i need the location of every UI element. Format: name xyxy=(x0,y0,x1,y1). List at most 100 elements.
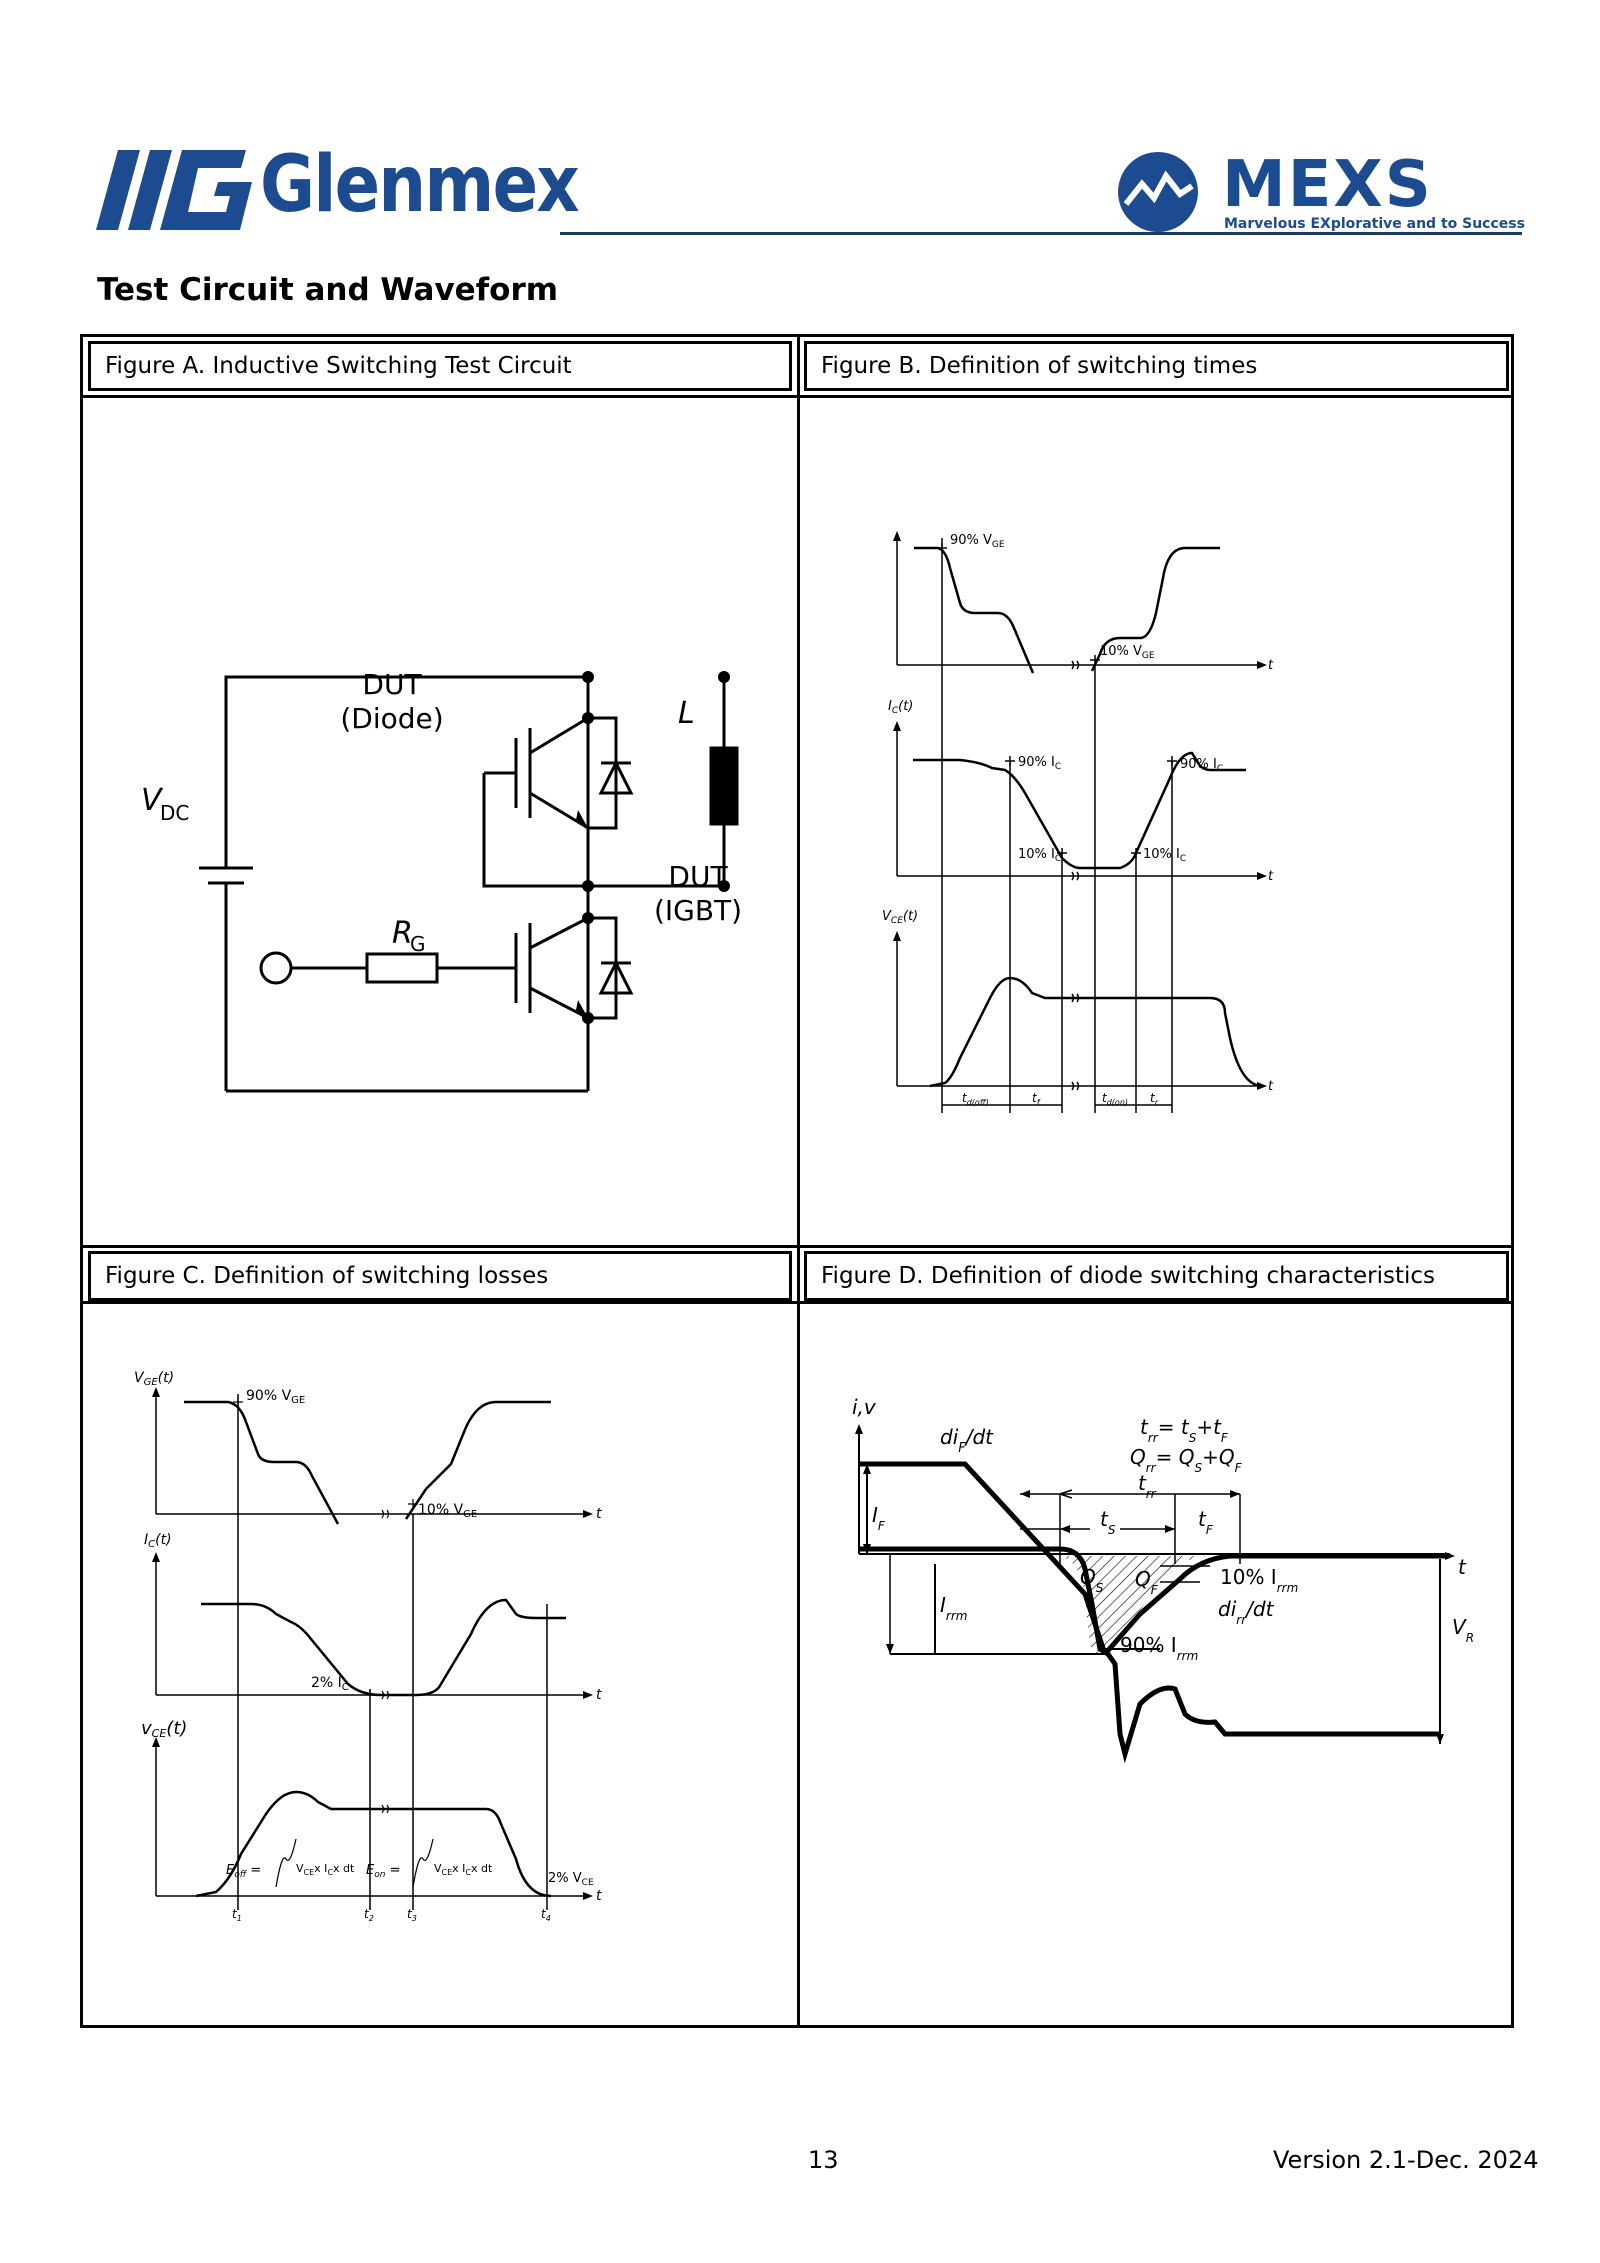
svg-text:2% IC: 2% IC xyxy=(311,1675,349,1693)
dt-label: x dt xyxy=(333,1862,355,1875)
svg-text:dirr/dt: dirr/dt xyxy=(1218,1597,1275,1627)
svg-text:VCEx ICx dt: VCEx ICx dt xyxy=(296,1862,355,1877)
version-label: Version 2.1-Dec. 2024 xyxy=(1273,2146,1539,2174)
vce-axis-subscript: CE xyxy=(152,1727,167,1740)
mexs-logo-icon xyxy=(1118,152,1198,232)
ic90b-label: 90% I xyxy=(1180,757,1217,772)
ic-axis-tail: (t) xyxy=(898,699,913,714)
svg-text:10% VGE: 10% VGE xyxy=(418,1502,477,1520)
vce2-subscript: CE xyxy=(582,1878,594,1888)
vge10-label: 10% V xyxy=(418,1502,464,1518)
svg-text:td(off): td(off) xyxy=(962,1091,989,1107)
if-subscript: F xyxy=(878,1519,886,1533)
trr-label: t xyxy=(1138,1471,1147,1495)
vce-axis-label: V xyxy=(882,909,892,924)
vge10-subscript: GE xyxy=(463,1509,477,1520)
vce-axis-label: v xyxy=(141,1718,152,1739)
figure-b-caption: Figure B. Definition of switching times xyxy=(804,341,1509,391)
vge90-label: 90% V xyxy=(950,533,992,548)
partner-tagline: Marvelous EXplorative and to Success xyxy=(1224,216,1525,232)
eq2b-label: +Q xyxy=(1202,1445,1235,1469)
svg-text:VCEx ICx dt: VCEx ICx dt xyxy=(434,1862,493,1877)
irrm10-subscript: rrm xyxy=(1277,1581,1299,1595)
vge90-subscript: GE xyxy=(291,1395,305,1406)
irrm90-subscript: rrm xyxy=(1177,1649,1199,1663)
vge-axis-subscript: GE xyxy=(144,1377,159,1388)
inductor-label: L xyxy=(678,696,695,731)
trr-eq-subscript: rr xyxy=(1148,1431,1159,1445)
t2-label: t xyxy=(364,1907,370,1921)
eq2-label: = Q xyxy=(1156,1445,1195,1469)
figure-a-circuit: DUT (Diode) L V DC R G DUT (IGBT) xyxy=(141,668,742,1093)
qs-label: Q xyxy=(1080,1565,1096,1589)
ts-subscript: S xyxy=(1108,1523,1116,1537)
svg-text:t1: t1 xyxy=(232,1907,242,1923)
ic90a-subscript: C xyxy=(1055,762,1061,772)
table-divider xyxy=(83,1245,1511,1248)
eq1b-subscript: F xyxy=(1221,1431,1229,1445)
t1-label: t xyxy=(232,1907,238,1921)
if-label: I xyxy=(872,1503,878,1527)
figure-d-caption: Figure D. Definition of diode switching … xyxy=(804,1251,1509,1301)
svg-text:tS: tS xyxy=(1100,1507,1116,1537)
svg-text:10% VGE: 10% VGE xyxy=(1100,644,1155,661)
vge10-subscript: GE xyxy=(1142,651,1155,661)
svg-text:90% VGE: 90% VGE xyxy=(246,1388,305,1406)
svg-text:10% IC: 10% IC xyxy=(1018,847,1061,864)
ic-axis-label: I xyxy=(888,699,892,714)
svg-text:IC(t): IC(t) xyxy=(888,699,913,716)
section-title: Test Circuit and Waveform xyxy=(97,272,559,308)
vce2-label: 2% V xyxy=(548,1871,582,1886)
vdc-subscript: DC xyxy=(160,801,189,825)
dif-label: di xyxy=(940,1425,959,1449)
dif-tail: /dt xyxy=(964,1425,994,1449)
qs-subscript: S xyxy=(1096,1581,1104,1595)
figure-c-switching-losses: VGE(t) 90% VGE 10% VGE t IC(t) 2% IC t v… xyxy=(134,1370,602,1923)
svg-text:Eoff =: Eoff = xyxy=(226,1863,261,1880)
svg-text:IC(t): IC(t) xyxy=(144,1532,172,1550)
ic90b-subscript: C xyxy=(1217,764,1223,774)
svg-text:QS: QS xyxy=(1080,1565,1104,1595)
svg-text:tf: tf xyxy=(1032,1091,1041,1107)
irrm90-label: 90% I xyxy=(1120,1633,1177,1657)
ic10a-subscript: C xyxy=(1055,854,1061,864)
rg-label: R xyxy=(392,916,413,951)
t-axis-label: t xyxy=(1458,1555,1467,1579)
tdon-subscript: d(on) xyxy=(1107,1098,1128,1107)
figure-table: Figure A. Inductive Switching Test Circu… xyxy=(80,334,1514,2028)
brand-name: Glenmex xyxy=(260,140,580,230)
tf-label: t xyxy=(1032,1091,1038,1105)
svg-text:vCE(t): vCE(t) xyxy=(141,1718,187,1740)
irrm-subscript: rrm xyxy=(946,1609,968,1623)
table-divider xyxy=(83,1301,1511,1304)
page-number: 13 xyxy=(808,2146,839,2174)
tf-label: t xyxy=(1198,1507,1207,1531)
qrr-eq-label: Q xyxy=(1130,1445,1146,1469)
svg-text:10% IC: 10% IC xyxy=(1143,847,1186,864)
iv-axis-label: i,v xyxy=(852,1395,877,1419)
svg-text:90% IC: 90% IC xyxy=(1180,757,1223,774)
qf-subscript: F xyxy=(1151,1583,1159,1597)
t3-label: t xyxy=(407,1907,413,1921)
dut-igbt-label-2: (IGBT) xyxy=(654,894,742,927)
tdon-label: t xyxy=(1102,1091,1108,1105)
svg-text:VCE(t): VCE(t) xyxy=(882,909,918,926)
dirr-subscript: rr xyxy=(1236,1613,1247,1627)
tr-subscript: r xyxy=(1155,1098,1159,1107)
vge90-subscript: GE xyxy=(992,540,1005,550)
vdc-label: V xyxy=(141,783,164,818)
dt-label: x dt xyxy=(471,1862,493,1875)
tr-label: t xyxy=(1150,1091,1156,1105)
ic10a-label: 10% I xyxy=(1018,847,1055,862)
svg-text:2% VCE: 2% VCE xyxy=(548,1871,594,1888)
ic-axis-subscript: C xyxy=(148,1539,155,1550)
dut-diode-label-1: DUT xyxy=(362,668,422,701)
vr-subscript: R xyxy=(1466,1631,1474,1645)
table-vertical-divider xyxy=(797,337,800,2025)
figure-a-caption: Figure A. Inductive Switching Test Circu… xyxy=(88,341,792,391)
irrm10-label: 10% I xyxy=(1220,1565,1277,1589)
dut-igbt-label-1: DUT xyxy=(668,860,728,893)
eon-subscript: on xyxy=(374,1870,386,1880)
t-axis-label: t xyxy=(596,1687,602,1703)
t-axis-label: t xyxy=(1268,658,1274,673)
